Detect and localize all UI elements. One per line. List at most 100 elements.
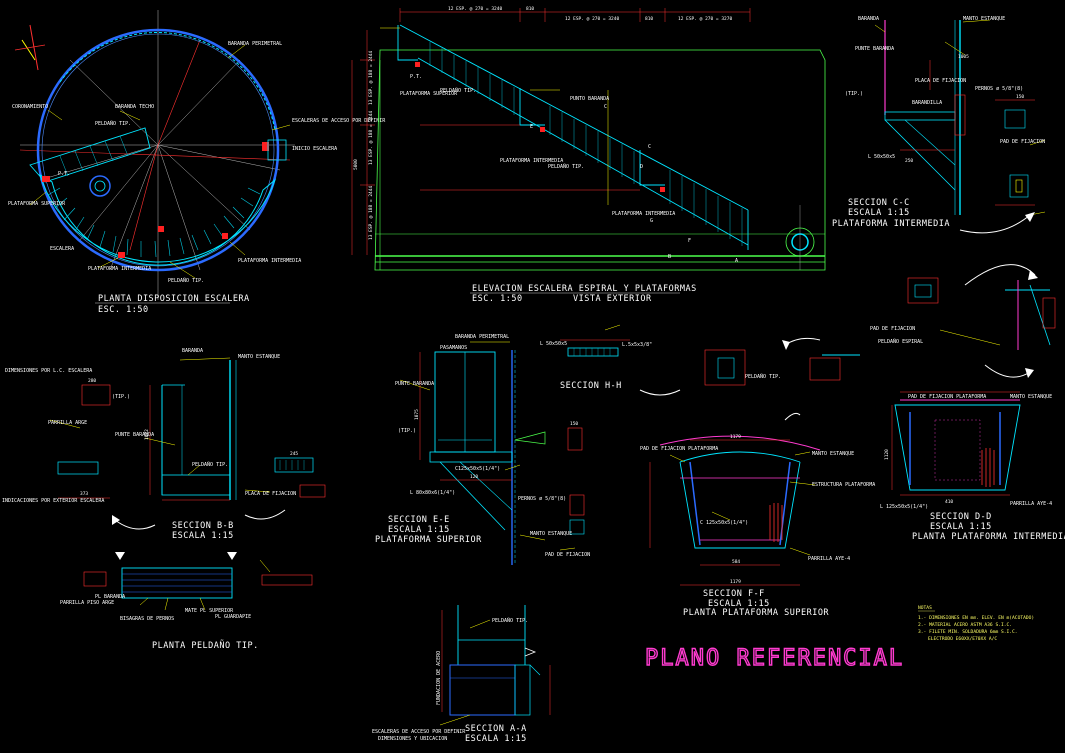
ee-label-punte: PUNTE BARANDA	[395, 381, 434, 387]
planta-peldano-view: PARRILLA PISO ARGE PL BARANDA BISAGRAS D…	[60, 552, 313, 651]
seccion-hh-view: L 50x50x5 L.5x5x3/8" SECCION H-H	[540, 324, 652, 391]
elev-label-a: A	[735, 258, 738, 264]
planta-disposicion-view: BARANDA PERIMETRAL ESCALERAS DE ACCESO P…	[8, 10, 386, 315]
label-escaleras-acceso: ESCALERAS DE ACCESO POR DEFINIR	[292, 118, 386, 124]
detalles-superior-derecha	[907, 264, 1056, 378]
ee-title: SECCION E-E	[388, 515, 450, 525]
label-plataforma-intermedia-1: PLATAFORMA INTERMEDIA	[88, 266, 151, 272]
dim-elev-left-total: 5000	[353, 159, 359, 170]
planta-title: PLANTA DISPOSICION ESCALERA	[98, 294, 250, 304]
ff-label-manto: MANTO ESTANQUE	[812, 451, 854, 457]
dd-dim-410: 410	[945, 499, 953, 505]
cc-label-pad: PAD DE FIJACION	[1000, 139, 1045, 145]
ff-label-estructura: ESTRUCTURA PLATAFORMA	[812, 482, 875, 488]
hh-label-l5: L.5x5x3/8"	[622, 342, 652, 348]
cc-label-baranda: BARANDA	[858, 16, 879, 22]
ff-dim-top: 1179	[730, 434, 741, 440]
ff-subtitle: PLANTA PLATAFORMA SUPERIOR	[683, 608, 829, 618]
ee-label-tip: (TIP.)	[398, 428, 416, 434]
seccion-ff-view: PAD DE FIJACION PLATAFORMA MANTO ESTANQU…	[639, 337, 875, 618]
dim-elev-left-1: 13 ESP. @ 188 = 2444	[368, 51, 374, 105]
ee-label-pad: PAD DE FIJACION	[545, 552, 590, 558]
label-plataforma-superior: PLATAFORMA SUPERIOR	[8, 201, 66, 207]
bb-label-dimensiones: DIMENSIONES POR L.C. ESCALERA	[5, 368, 92, 374]
seccion-bb-view: BARANDA MANTO ESTANQUE DIMENSIONES POR L…	[2, 348, 326, 541]
label-plataforma-intermedia-2: PLATAFORMA INTERMEDIA	[238, 258, 301, 264]
bb-label-indicaciones: INDICACIONES POR EXTERIOR ESCALERA	[2, 498, 104, 504]
ff-scale: ESCALA 1:15	[708, 599, 770, 609]
elev-label-d: D	[640, 164, 643, 170]
elev-label-e: E	[530, 124, 533, 130]
bb-label-placa: PLACA DE FIJACION	[245, 491, 296, 497]
note-line-1: 1.- DIMENSIONES EN mm. ELEV. EN m(ACOTAD…	[918, 615, 1034, 621]
pad-markers	[42, 142, 269, 258]
bb-label-peldano: PELDAÑO TIP.	[192, 461, 228, 468]
seccion-dd-view: PAD DE FIJACION PLATAFORMA MANTO ESTANQU…	[870, 326, 1065, 542]
dd-label-pad-fij: PAD DE FIJACION	[870, 326, 915, 332]
label-baranda-perimetral: BARANDA PERIMETRAL	[228, 41, 282, 47]
cc-label-barandilla: BARANDILLA	[912, 100, 942, 106]
tank-outline-elevation	[374, 49, 826, 271]
plataforma-superior-plan	[29, 127, 151, 183]
ff-title: SECCION F-F	[703, 589, 765, 599]
ff-dim-584: 584	[732, 559, 740, 565]
bb-title: SECCION B-B	[172, 521, 234, 531]
seccion-cc-view: BARANDA MANTO ESTANQUE PUNTE BARANDA PLA…	[832, 16, 1045, 234]
aa-title: SECCION A-A	[465, 724, 527, 734]
elev-label-pt: P.T.	[410, 74, 422, 80]
label-peldano-tip-2: PELDAÑO TIP.	[168, 277, 204, 284]
aa-label-peldano: PELDAÑO TIP.	[492, 617, 528, 624]
peldano-label-mate: MATE PL SUPERIOR	[185, 608, 234, 614]
label-escalera: ESCALERA	[50, 246, 74, 252]
cc-scale: ESCALA 1:15	[848, 208, 910, 218]
dd-label-l125: L 125x50x5(1/4")	[880, 504, 928, 510]
stair-elevation	[397, 24, 749, 250]
dim-elev-top-3: 12 ESP. @ 270 = 3240	[565, 16, 619, 22]
ee-subtitle: PLATAFORMA SUPERIOR	[375, 535, 482, 545]
notes-block: NOTAS 1.- DIMENSIONES EN mm. ELEV. EN m(…	[918, 605, 1034, 642]
bb-dim-373: 373	[80, 491, 88, 497]
elev-label-peldano-1: PELDAÑO TIP.	[440, 87, 476, 94]
dd-title: SECCION D-D	[930, 512, 992, 522]
cc-label-placa: PLACA DE FIJACION	[915, 78, 966, 84]
ff-dim-bottom: 1179	[730, 579, 741, 585]
elevation-level-lines	[380, 27, 609, 205]
planta-red-lines	[19, 39, 291, 251]
elevacion-scale: ESC. 1:50	[472, 294, 523, 304]
north-arrow-icon	[14, 24, 46, 71]
tank-wall	[36, 28, 280, 272]
ff-label-parrilla: PARRILLA AYE-4	[808, 556, 850, 562]
cc-dim-150: 150	[1016, 94, 1024, 100]
ee-label-pasamanos: PASAMANOS	[440, 345, 467, 351]
bb-label-tip: (TIP.)	[112, 394, 130, 400]
label-coronamiento: CORONAMIENTO	[12, 104, 48, 110]
dd-label-manto: MANTO ESTANQUE	[1010, 394, 1052, 400]
aa-label-escaleras: ESCALERAS DE ACCESO POR DEFINIR	[372, 729, 466, 735]
ee-label-baranda-perimetral: BARANDA PERIMETRAL	[455, 334, 509, 340]
notes-heading: NOTAS	[918, 605, 932, 611]
cc-label-l50: L 50x50x5	[868, 154, 895, 160]
dd-label-parrilla: PARRILLA AYE-4	[1010, 501, 1052, 507]
elev-label-c2: C	[648, 144, 651, 150]
bb-label-baranda: BARANDA	[182, 348, 203, 354]
ee-scale: ESCALA 1:15	[388, 525, 450, 535]
ff-label-pad: PAD DE FIJACION PLATAFORMA	[640, 446, 718, 452]
bb-dim-245: 245	[290, 451, 298, 457]
ee-dim-1075: 1075	[414, 409, 420, 420]
elev-label-b: B	[668, 254, 671, 260]
planta-scale: ESC. 1:50	[98, 305, 149, 315]
ee-label-l80: L 80x80x6(1/4")	[410, 490, 455, 496]
peldano-title: PLANTA PELDAÑO TIP.	[152, 640, 259, 651]
tank-nozzle	[89, 175, 111, 197]
label-baranda-techo: BARANDA TECHO	[115, 104, 154, 110]
aa-label-fundacion: FUNDACION DE ACERO	[436, 651, 442, 705]
planta-radial-lines	[20, 10, 295, 300]
elev-label-f: F	[688, 238, 691, 244]
peldano-label-bisagras: BISAGRAS DE PERNOS	[120, 616, 174, 622]
elev-label-plat-sup: PLATAFORMA SUPERIOR	[400, 91, 458, 97]
elevacion-subtitle: VISTA EXTERIOR	[573, 294, 652, 304]
ee-dim-120: 120	[470, 474, 478, 480]
note-line-3: 3.- FILETE MIN. SOLDADURA 6mm S.I.C.	[918, 629, 1018, 635]
dim-elev-top-5: 12 ESP. @ 270 = 3270	[678, 16, 732, 22]
bb-label-manto: MANTO ESTANQUE	[238, 354, 280, 360]
